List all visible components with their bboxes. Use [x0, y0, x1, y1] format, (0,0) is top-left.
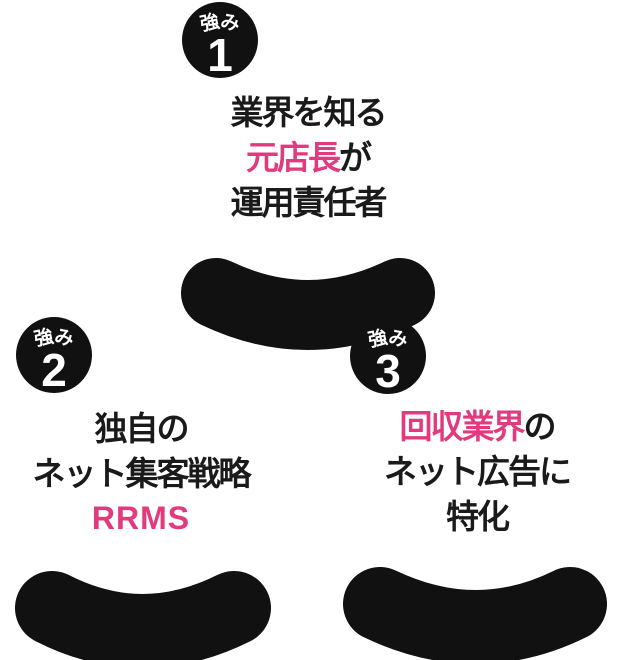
strength-2-line-3: RRMS: [0, 496, 301, 541]
text-segment: 運用責任者: [230, 184, 388, 221]
text-segment: 特化: [446, 498, 510, 535]
text-segment: 業界を知る: [230, 94, 388, 131]
strength-3-badge: 強 み 3: [350, 318, 426, 394]
arc-swoosh-under-strength-1: [181, 258, 435, 350]
strength-3-badge-number: 3: [375, 345, 401, 397]
strength-2-badge: 強 み 2: [16, 317, 92, 393]
strength-3-badge-label: 強 み: [366, 327, 409, 351]
strength-2-text: 独自の ネット集客戦略 RRMS: [0, 406, 301, 541]
text-segment: が: [339, 139, 372, 176]
arc-swoosh-under-strength-2: [15, 571, 271, 660]
strength-1-line-3: 運用責任者: [148, 180, 468, 225]
text-segment: 独自の: [94, 410, 190, 447]
strength-3-line-3: 特化: [317, 494, 620, 539]
badge-label-char: み: [218, 11, 242, 36]
strength-3-line-2: ネット広告に: [317, 449, 620, 494]
strength-1-text: 業界を知る 元店長が 運用責任者: [148, 90, 468, 225]
strength-2-line-2: ネット集客戦略: [0, 451, 301, 496]
badge-label-char: み: [52, 326, 76, 351]
strength-1-line-2: 元店長が: [148, 135, 468, 180]
text-segment: の: [523, 408, 557, 445]
strength-2-line-1: 独自の: [0, 406, 301, 451]
arc-swoosh-under-strength-3: [343, 567, 607, 660]
strength-2-badge-number: 2: [41, 344, 67, 396]
text-segment: ネット広告に: [384, 453, 572, 490]
text-segment-highlight: 元店長: [246, 139, 341, 176]
badge-label-char: み: [386, 327, 410, 352]
text-segment-highlight: 回収業界: [399, 408, 526, 445]
strength-1-line-1: 業界を知る: [148, 90, 468, 135]
strength-3-line-1: 回収業界の: [317, 404, 620, 449]
strength-1-badge-label: 強 み: [198, 11, 241, 35]
strength-3-text: 回収業界の ネット広告に 特化: [317, 404, 620, 539]
strength-1-badge-number: 1: [207, 29, 233, 81]
strength-2-badge-label: 強 み: [32, 326, 75, 350]
text-segment: ネット集客戦略: [32, 455, 252, 492]
strength-1-badge: 強 み 1: [182, 2, 258, 78]
text-segment-highlight: RRMS: [91, 500, 191, 536]
